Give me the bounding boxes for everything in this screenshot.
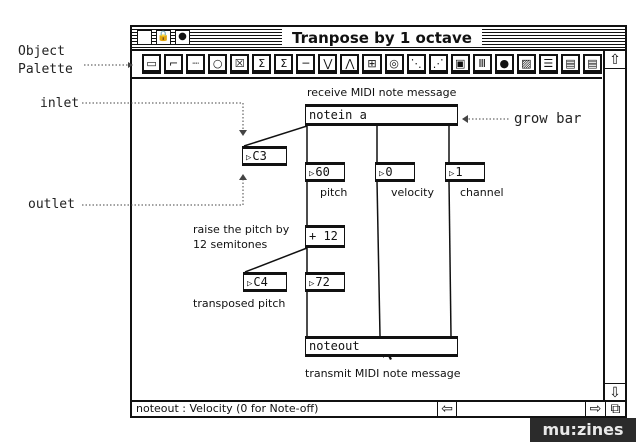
grow-bar-annotation: grow bar (514, 111, 582, 127)
number-box-icon[interactable]: Σ (252, 54, 272, 74)
scroll-down-icon[interactable]: ⇩ (605, 383, 625, 401)
uslider-icon[interactable]: ⊞ (362, 54, 382, 74)
status-bar: noteout : Velocity (0 for Note-off) ⇦ ⇨ … (132, 400, 625, 416)
patcher-icon[interactable]: ▨ (516, 54, 536, 74)
cord (448, 180, 452, 337)
float-box-icon[interactable]: Σ (274, 54, 294, 74)
preset-icon[interactable]: ● (494, 54, 514, 74)
led-icon[interactable]: ▣ (450, 54, 470, 74)
vertical-scrollbar[interactable]: ⇧ ⇩ (603, 51, 625, 401)
hslider-icon[interactable]: ⋁ (318, 54, 338, 74)
arrow-down-icon (239, 130, 247, 136)
c3-note-box[interactable]: C3 (242, 146, 287, 166)
outlet-annotation: outlet (28, 197, 75, 212)
scroll-up-icon[interactable]: ⇧ (605, 51, 625, 69)
channel-label: channel (460, 186, 504, 199)
noteout-object[interactable]: noteout (305, 336, 458, 357)
velocity-label: velocity (391, 186, 434, 199)
text-box-icon[interactable]: ▤ (582, 54, 602, 74)
bpatcher-icon[interactable]: ☰ (538, 54, 558, 74)
notein-object[interactable]: notein a (305, 104, 458, 126)
button-icon[interactable]: ○ (208, 54, 228, 74)
raise-comment-1: raise the pitch by (193, 223, 290, 236)
cord (244, 247, 308, 273)
dial-icon[interactable]: ⋀ (340, 54, 360, 74)
scroll-right-icon[interactable]: ⇨ (585, 402, 605, 416)
arrow-right-icon (128, 62, 133, 68)
inlet-pointer (82, 102, 244, 130)
panel-icon[interactable]: ▤ (560, 54, 580, 74)
status-text: noteout : Velocity (0 for Note-off) (136, 402, 319, 415)
pitch-number-box[interactable]: 60 (305, 162, 345, 182)
close-box[interactable] (137, 30, 152, 45)
transposed-number-box[interactable]: 72 (305, 272, 345, 292)
pitch-label: pitch (320, 186, 348, 199)
record-icon[interactable]: ● (175, 30, 190, 45)
cord (376, 180, 381, 337)
message-box-icon[interactable]: ▭ (142, 54, 162, 74)
cord (243, 125, 308, 147)
arrow-up-icon (239, 174, 247, 180)
title-bar[interactable]: 🔒 ● Tranpose by 1 octave (132, 27, 625, 51)
scroll-left-icon[interactable]: ⇦ (437, 402, 457, 416)
knob-icon[interactable]: ⋰ (428, 54, 448, 74)
menu-icon[interactable]: Ⅲ (472, 54, 492, 74)
transposed-label: transposed pitch (193, 297, 286, 310)
raise-comment-2: 12 semitones (193, 238, 268, 251)
slider-icon[interactable]: ─ (296, 54, 316, 74)
plus-12-object[interactable]: + 12 (305, 225, 345, 248)
toggle-icon[interactable]: ☒ (230, 54, 250, 74)
noteout-comment: transmit MIDI note message (305, 367, 461, 380)
table-icon[interactable]: ◎ (384, 54, 404, 74)
c4-note-box[interactable]: C4 (243, 272, 287, 292)
window-title: Tranpose by 1 octave (282, 29, 482, 47)
notein-comment: receive MIDI note message (307, 86, 457, 99)
lock-icon[interactable]: 🔒 (156, 30, 171, 45)
arrow-left-icon (462, 115, 468, 123)
outlet-pointer (82, 180, 244, 206)
comment-box-icon[interactable]: ⌐ (164, 54, 184, 74)
inactive-comment-icon[interactable]: ┈ (186, 54, 206, 74)
muzines-logo: mu:zines (530, 418, 636, 442)
inlet-annotation: inlet (40, 96, 80, 111)
keyboard-icon[interactable]: ⋱ (406, 54, 426, 74)
grow-box-icon[interactable]: ⧉ (605, 402, 625, 416)
velocity-number-box[interactable]: 0 (375, 162, 415, 182)
channel-number-box[interactable]: 1 (445, 162, 485, 182)
